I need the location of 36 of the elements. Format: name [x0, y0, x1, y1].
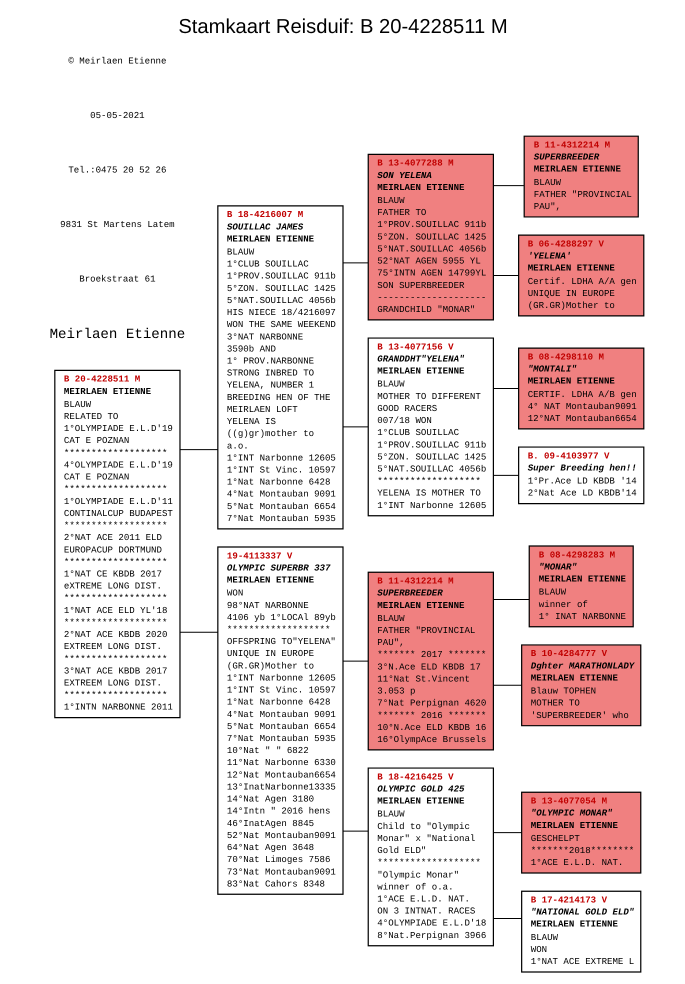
node-box: B 13-4077054 M "OLYMPIC MONAR" MEIRLAEN ETIENNE GESCHELPT *******2018******** 1°ACE E.L.D. NAT. [520, 791, 641, 874]
node-box: B 20-4228511 M MEIRLAEN ETIENNE BLAUW RELATED TO 1°OLYMPIADE E.L.D'19 CAT E POZNAN ******************* 4°OLYMPIADE E.L.D'19 CAT E POZNAN ******************* 1°OLYMPIADE E.L.D'11 CONTINALCUP BUDAPEST ******************* 2°NAT ACE 2011 ELD EUROPACUP DORTMUND ******************* 1°NAT CE KBDB 2017 eXTREME LONG DIST. ******************* 1°NAT ACE ELD YL'18 ******************* 2°NAT ACE KBDB 2020 EXTREEM LONG DIST. ******************* 3°NAT ACE KBDB 2017 EXTREEM LONG DIST. ******************* 1°INTN NARBONNE 2011 [54, 369, 180, 718]
node-box: B 13-4077288 M SON YELENA MEIRLAEN ETIENNE BLAUW FATHER TO 1°PROV.SOUILLAC 911b 5°ZON. SOUILLAC 1425 5°NAT.SOUILLAC 4056b 52°NAT AGEN 5955 YL 75°INTN AGEN 14799YL SON SUPERBREEDER -------------------- GRANDCHILD "MONAR" [367, 153, 494, 320]
label: Tel.:0475 20 52 26 [68, 164, 166, 176]
label: 9831 St Martens Latem [60, 218, 174, 230]
node-box: B. 09-4103977 V Super Breeding hen!! 1°Pr.Ace LD KBDB '14 2°Nat Ace LD KBDB'14 [518, 446, 644, 504]
connector [342, 262, 368, 263]
node-box: B 13-4077156 V GRANDDHT"YELENA" MEIRLAEN ETIENNE BLAUW MOTHER TO DIFFERENT GOOD RACERS 007/18 WON 1°CLUB SOUILLAC 1°PROV.SOUILLAC 911b 5°ZON. SOUILLAC 1425 5°NAT.SOUILLAC 4056b ******************* YELENA IS MOTHER TO 1°INT Narbonne 12605 [367, 336, 494, 516]
node-box: B 11-4312214 M SUPERBREEDER MEIRLAEN ETIENNE BLAUW FATHER "PROVINCIAL PAU", [523, 135, 638, 218]
connector [180, 631, 218, 632]
node-box: B 18-4216425 V OLYMPIC GOLD 425 MEIRLAEN ETIENNE BLAUW Child to "Olympic Monar" x "National Gold ELD" ******************* "Olympic Monar" winner of o.a. 1°ACE E.L.D. NAT. ON 3 INTNAT. RACES 4°OLYMPIADE E.L.D'18 8°Nat.Perpignan 3966 [367, 766, 494, 946]
label: Broekstraat 61 [78, 273, 156, 284]
connector [493, 917, 521, 918]
connector [180, 448, 218, 450]
connector [493, 832, 521, 833]
connector [493, 388, 518, 389]
node-box: B 11-4312214 M SUPERBREEDER MEIRLAEN ETIENNE BLAUW FATHER "PROVINCIAL PAU", ******* 2017 ******* 3°N.Ace ELD KBDB 17 11°Nat St.Vincent 3.053 p 7°Nat Perpignan 4620 ******* 2016 ******* 10°N.Ace ELD KBDB 16 16°OlympAce Brussels [367, 571, 494, 750]
connector [342, 426, 368, 427]
node-box: B 10-4284777 V Dghter MARATHONLADY MEIRLAEN ETIENNE Blauw TOPHEN MOTHER TO 'SUPERBREEDER' who [520, 644, 641, 726]
label: © Meirlaen Etienne [68, 55, 166, 66]
node-box: 19-4113337 V OLYMPIC SUPERBR 337 MEIRLAEN ETIENNE WON 98°NAT NARBONNE 4106 yb 1°LOCAl 89yb ******************* OFFSPRING TO"YELENA" UNIQUE IN EUROPE (GR.GR)Mother to 1°INT Narbonne 12605 1°INT St Vinc. 10597 1°Nat Narbonne 6428 4°Nat Montauban 9091 5°Nat Montauban 6654 7°Nat Montauban 5935 10°Nat " " 6822 11°Nat Narbonne 6330 12°Nat Montauban6654 13°InatNarbonne13335 14°Nat Agen 3180 14°Intn " 2016 hens 46°InatAgen 8845 52°Nat Montauban9091 64°Nat Agen 3648 70°Nat Limoges 7586 73°Nat Montauban9091 83°Nat Cahors 8348 [216, 546, 344, 894]
node-box: B 18-4216007 M SOUILLAC JAMES MEIRLAEN ETIENNE BLAUW 1°CLUB SOUILLAC 1°PROV.SOUILLAC 911b 5°ZON. SOUILLAC 1425 5°NAT.SOUILLAC 4056b HIS NIECE 18/4216097 WON THE SAME WEEKEND 3°NAT NARBONNE 3590b AND 1° PROV.NARBONNE STRONG INBRED TO YELENA, NUMBER 1 BREEDING HEN OF THE MEIRLAEN LOFT YELENA IS ((g)gr)mother to a.o. 1°INT Narbonne 12605 1°INT St Vinc. 10597 1°Nat Narbonne 6428 4°Nat Montauban 9091 5°Nat Montauban 6654 7°Nat Montauban 5935 [216, 204, 344, 529]
diagram-title: Stamkaart Reisduif: B 20-4228511 M [178, 16, 508, 38]
connector [493, 598, 529, 600]
connector [342, 660, 368, 662]
connector [493, 684, 521, 686]
node-box: B 17-4214173 V "NATIONAL GOLD ELD" MEIRLAEN ETIENNE BLAUW WON 1°NAT ACE EXTREME L [520, 890, 641, 972]
connector [493, 474, 518, 476]
label: 05-05-2021 [90, 110, 144, 121]
label: Meirlaen Etienne [49, 326, 185, 342]
node-box: B 06-4288297 V 'YELENA' MEIRLAEN ETIENNE Certif. LDHA A/A gen UNIQUE IN EUROPE (GR.GR)Mother to [518, 234, 644, 316]
node-box: B 08-4298110 M "MONTALI" MEIRLAEN ETIENNE CERTIF. LDHA A/B gen 4° NAT Montauban9091 12°NAT Montauban6654 [518, 347, 644, 430]
connector [342, 830, 368, 832]
connector [493, 184, 524, 186]
connector [493, 274, 518, 276]
node-box: B 08-4298283 M "MONAR" MEIRLAEN ETIENNE BLAUW winner of 1° INAT NARBONNE [528, 544, 634, 627]
